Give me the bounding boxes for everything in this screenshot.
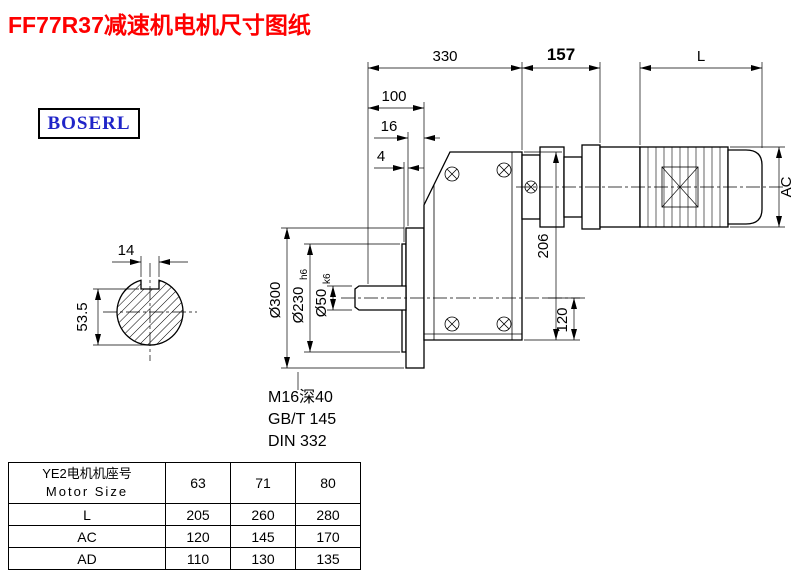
table-header-en: Motor Size bbox=[45, 484, 129, 499]
row-label: AC bbox=[8, 525, 166, 548]
table-cell: 280 bbox=[295, 503, 361, 526]
dim-keyway-width-label: 14 bbox=[118, 242, 135, 259]
dim-spigot-tol-label: h6 bbox=[299, 268, 310, 280]
fan-cowl bbox=[727, 149, 763, 225]
dimension-annotations: 330 157 L 100 16 4 AC 206 120 bbox=[267, 45, 795, 450]
table-cell: 120 bbox=[165, 525, 231, 548]
dim-100-label: 100 bbox=[381, 88, 406, 105]
dim-AC-label: AC bbox=[778, 176, 795, 197]
table-size-80: 80 bbox=[295, 462, 361, 504]
motor-size-table: YE2电机机座号 Motor Size 63 71 80 L 205 260 2… bbox=[8, 462, 361, 570]
brand-logo: BOSERL bbox=[38, 108, 140, 139]
table-cell: 205 bbox=[165, 503, 231, 526]
dim-330-label: 330 bbox=[432, 48, 457, 65]
dimension-drawing: 14 53.5 bbox=[74, 45, 795, 450]
dim-spigot-d-label: Ø230 bbox=[290, 287, 307, 324]
dim-4-label: 4 bbox=[377, 148, 385, 165]
table-cell: 135 bbox=[295, 547, 361, 570]
table-row-L: L 205 260 280 bbox=[8, 503, 361, 526]
dim-keyway-width: 14 bbox=[112, 242, 188, 277]
table-size-63: 63 bbox=[165, 462, 231, 504]
table-cell: 130 bbox=[230, 547, 296, 570]
dim-shaft-d-label: Ø50 bbox=[313, 289, 330, 317]
table-size-71: 71 bbox=[230, 462, 296, 504]
dim-shaft-tol-label: k6 bbox=[322, 273, 333, 284]
dim-120-label: 120 bbox=[554, 307, 571, 332]
bolt-hole-symbols bbox=[444, 162, 512, 332]
shaft-cross-section-view: 14 53.5 bbox=[74, 242, 197, 361]
dim-157-label: 157 bbox=[547, 45, 575, 64]
row-label: L bbox=[8, 503, 166, 526]
row-label: AD bbox=[8, 547, 166, 570]
dim-flange-od-label: Ø300 bbox=[267, 282, 284, 319]
table-header-cn: YE2电机机座号 bbox=[42, 466, 132, 482]
table-header-cell: YE2电机机座号 Motor Size bbox=[8, 462, 166, 504]
dim-shaft-height: 53.5 bbox=[74, 288, 147, 346]
table-cell: 145 bbox=[230, 525, 296, 548]
table-cell: 260 bbox=[230, 503, 296, 526]
note-tap-hole: M16深40 bbox=[268, 388, 333, 406]
note-din-standard: DIN 332 bbox=[268, 433, 327, 450]
note-gbt-standard: GB/T 145 bbox=[268, 411, 336, 428]
dim-16-label: 16 bbox=[381, 118, 398, 135]
dim-206-label: 206 bbox=[535, 233, 552, 258]
output-shaft bbox=[354, 285, 407, 311]
table-row-AC: AC 120 145 170 bbox=[8, 525, 361, 548]
table-header-row: YE2电机机座号 Motor Size 63 71 80 bbox=[8, 462, 361, 504]
motor-side-view bbox=[599, 146, 763, 228]
table-row-AD: AD 110 130 135 bbox=[8, 547, 361, 570]
table-cell: 170 bbox=[295, 525, 361, 548]
gear-housing bbox=[423, 151, 523, 341]
gearbox-side-view bbox=[354, 144, 601, 369]
page-title: FF77R37减速机电机尺寸图纸 bbox=[8, 12, 311, 38]
brand-logo-text: BOSERL bbox=[47, 112, 131, 134]
dim-shaft-height-label: 53.5 bbox=[74, 302, 91, 331]
dim-L-label: L bbox=[697, 48, 705, 65]
table-cell: 110 bbox=[165, 547, 231, 570]
